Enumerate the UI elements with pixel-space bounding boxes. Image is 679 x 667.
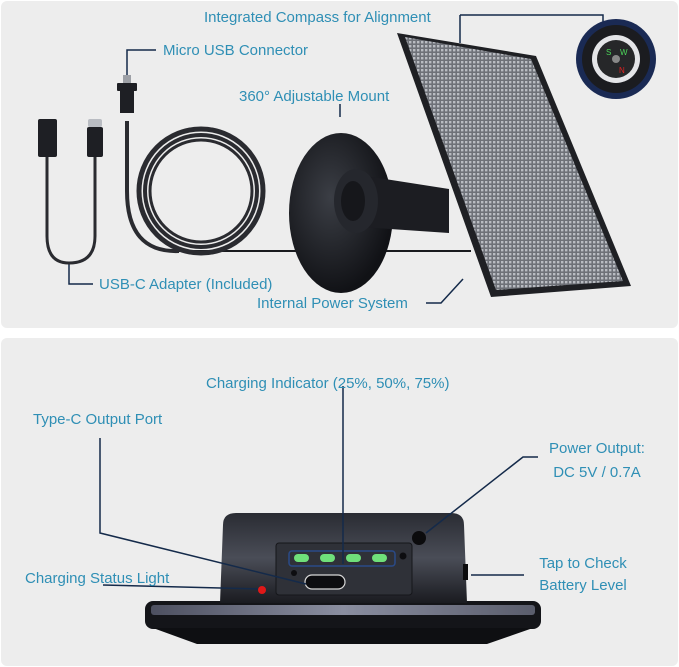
compass-label: Integrated Compass for Alignment bbox=[204, 9, 431, 26]
power-output-spec: DC 5V / 0.7A bbox=[553, 464, 641, 481]
mount-knob bbox=[334, 169, 378, 233]
base-plate bbox=[145, 601, 541, 644]
battery-check-line1: Tap to Check bbox=[539, 555, 627, 572]
battery-check-button[interactable] bbox=[463, 564, 468, 580]
charging-indicator-label: Charging Indicator (25%, 50%, 75%) bbox=[206, 375, 450, 392]
usb-c-adapter bbox=[45, 156, 97, 265]
solar-panel bbox=[397, 33, 631, 297]
sensor-dot bbox=[399, 552, 407, 560]
mount-label: 360° Adjustable Mount bbox=[239, 88, 390, 105]
status-light-label: Charging Status Light bbox=[25, 570, 170, 587]
compass-inset: S W N bbox=[576, 19, 656, 99]
controls-detail-panel: Charging Indicator (25%, 50%, 75%) Type-… bbox=[1, 338, 678, 666]
product-overview-panel: S W N Integrated Compass for Alignment M… bbox=[1, 1, 678, 328]
power-output-label: Power Output: DC 5V / 0.7A bbox=[541, 440, 653, 482]
charging-indicator-leds bbox=[294, 554, 387, 562]
svg-text:N: N bbox=[619, 66, 625, 75]
micro-usb-plug bbox=[117, 75, 137, 113]
usb-c-tip bbox=[88, 119, 102, 127]
power-system-label: Internal Power System bbox=[257, 295, 408, 312]
status-light bbox=[258, 586, 266, 594]
svg-text:S: S bbox=[606, 48, 611, 57]
usb-c-adapter-label: USB-C Adapter (Included) bbox=[99, 276, 273, 293]
type-c-port-label: Type-C Output Port bbox=[33, 411, 163, 428]
micro-usb-label: Micro USB Connector bbox=[163, 42, 309, 59]
leader-lines bbox=[99, 386, 538, 590]
type-c-port[interactable] bbox=[304, 574, 346, 590]
power-output-hole bbox=[412, 531, 426, 545]
battery-check-line2: Battery Level bbox=[539, 577, 627, 594]
cable-coil bbox=[125, 121, 266, 256]
battery-check-label: Tap to Check Battery Level bbox=[533, 555, 633, 595]
power-output-title: Power Output: bbox=[549, 440, 645, 457]
usb-female-end bbox=[38, 119, 57, 157]
device-illustration bbox=[99, 386, 541, 644]
product-illustration: S W N bbox=[38, 14, 656, 304]
led-bar-frame bbox=[288, 550, 396, 567]
svg-text:W: W bbox=[620, 48, 628, 57]
usb-c-plug bbox=[87, 127, 103, 157]
reset-hole bbox=[291, 570, 297, 576]
